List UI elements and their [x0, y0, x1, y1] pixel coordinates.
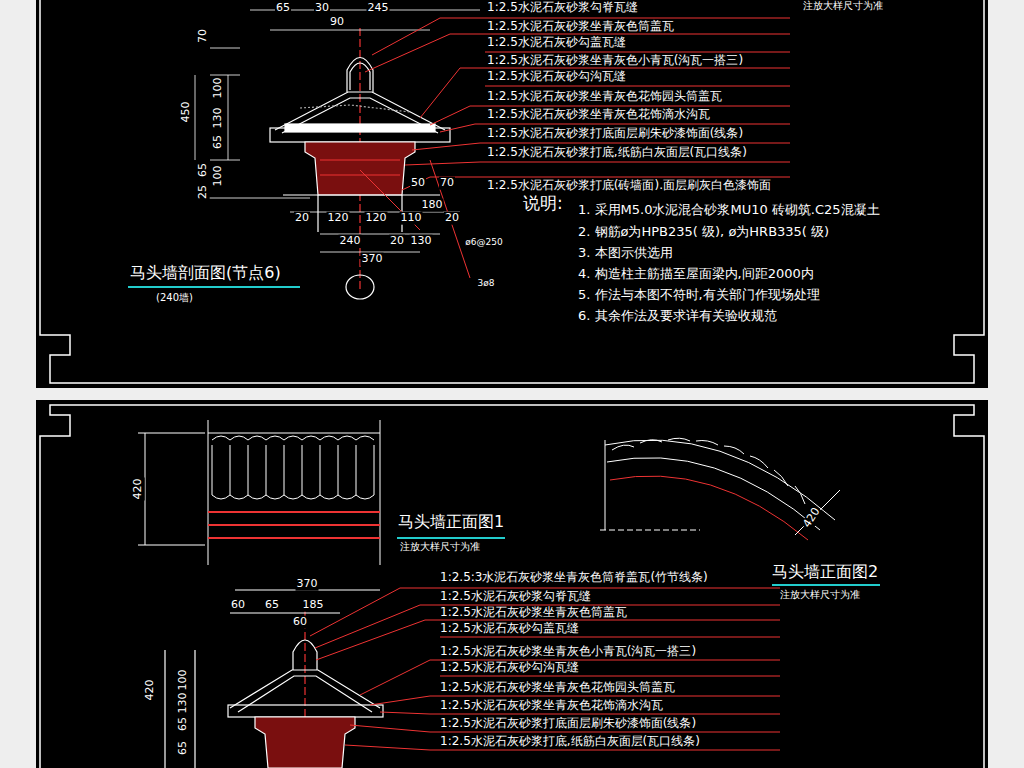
callout-note: 注放大样尺寸为准: [803, 0, 883, 12]
callout-note: 1:2.5水泥石灰砂勾盖瓦缝: [487, 36, 626, 50]
dimension-text: 180: [421, 199, 444, 212]
callout-note: 3. 本图示供选用: [578, 246, 673, 261]
callout-note: 注放大样尺寸为准: [780, 589, 860, 601]
dimension-text: 130: [212, 107, 225, 130]
callout-note: 2. 钢筋ø为HPB235( 级), ø为HRB335( 级): [578, 225, 829, 240]
dimension-text: 100: [212, 165, 225, 188]
dimension-text: 240: [339, 235, 362, 248]
callout-note: 1:2.5水泥石灰砂浆勾脊瓦缝: [487, 1, 638, 15]
callout-note: (240墙): [156, 292, 193, 304]
callout-note: 1:2.5水泥石灰砂浆打底,纸筋白灰面层(瓦口线条): [487, 146, 747, 160]
dimension-text: 90: [329, 16, 345, 29]
dimension-text: 120: [327, 212, 350, 225]
dimension-text: 70: [197, 28, 210, 44]
callout-note: 4. 构造柱主筋描至屋面梁内,间距2000内: [578, 267, 814, 282]
drawing-title: 马头墙剖面图(节点6): [130, 264, 281, 282]
dimension-text: 65: [197, 162, 210, 178]
dimension-text: 185: [302, 599, 325, 612]
callout-note: 1:2.5水泥石灰砂浆坐青灰色花饰滴水沟瓦: [487, 108, 710, 122]
dimension-text: 30: [314, 2, 330, 15]
dimension-text: 110: [400, 212, 423, 225]
drawing-title: 说明:: [523, 194, 563, 214]
callout-note: 1:2.5水泥石灰砂浆打底面层刷朱砂漆饰面(线条): [440, 717, 696, 731]
dimension-text: 60: [292, 616, 308, 629]
dimension-text: 450: [180, 101, 193, 124]
dimension-text: 130: [177, 692, 190, 715]
callout-note: 1:2.5水泥石灰砂浆坐青灰色花饰滴水沟瓦: [440, 699, 663, 713]
drawing-title: 马头墙正面图2: [772, 563, 878, 581]
dimension-text: 70: [439, 177, 455, 190]
dimension-text: 120: [365, 212, 388, 225]
dimension-text: 65: [212, 134, 225, 150]
dimension-text: 370: [296, 578, 319, 591]
dimension-text: 25: [197, 184, 210, 200]
callout-note: 1:2.5水泥石灰砂勾盖瓦缝: [440, 622, 579, 636]
dimension-text: 100: [177, 669, 190, 692]
callout-note: 1:2.5水泥石灰砂浆坐青灰色小青瓦(沟瓦一搭三): [487, 54, 743, 68]
dimension-text: 50: [410, 177, 426, 190]
dimension-text: 20: [294, 212, 310, 225]
dimension-text: 65: [177, 716, 190, 732]
callout-note: 1:2.5水泥石灰砂勾沟瓦缝: [440, 661, 579, 675]
dimension-text: 370: [361, 253, 384, 266]
callout-note: 1:2.5水泥石灰砂浆勾脊瓦缝: [440, 590, 591, 604]
callout-note: 1:2.5水泥石灰砂勾沟瓦缝: [487, 70, 626, 84]
callout-note: 1. 采用M5.0水泥混合砂浆MU10 砖砌筑.C25混凝土: [578, 203, 880, 218]
callout-note: 6. 其余作法及要求详有关验收规范: [578, 309, 777, 324]
callout-note: 1:2.5水泥石灰砂浆坐青灰色花饰园头筒盖瓦: [487, 90, 722, 104]
callout-note: 1:2.5水泥石灰砂浆打底,纸筋白灰面层(瓦口线条): [440, 735, 700, 749]
callout-note: 1:2.5水泥石灰砂浆坐青灰色小青瓦(沟瓦一搭三): [440, 645, 696, 659]
dimension-text: 65: [177, 740, 190, 756]
dimension-text: 420: [144, 679, 157, 702]
callout-note: 注放大样尺寸为准: [400, 541, 480, 553]
dimension-text: 20: [444, 212, 460, 225]
dimension-text: 60: [230, 599, 246, 612]
callout-note: 1:2.5水泥石灰砂浆坐青灰色花饰园头筒盖瓦: [440, 681, 675, 695]
drawing-title: 马头墙正面图1: [398, 513, 504, 531]
dimension-text: 65: [275, 2, 291, 15]
callout-note: 1:2.5水泥石灰砂浆坐青灰色筒盖瓦: [440, 606, 627, 620]
callout-note: 1:2.5:3水泥石灰砂浆坐青灰色筒脊盖瓦(竹节线条): [440, 571, 708, 585]
dimension-text: 100: [212, 77, 225, 100]
callout-note: 1:2.5水泥石灰砂浆打底(砖墙面).面层刷灰白色漆饰面: [487, 179, 771, 193]
callout-note: 1:2.5水泥石灰砂浆坐青灰色筒盖瓦: [487, 20, 674, 34]
dimension-text: 65: [264, 599, 280, 612]
dimension-text: 130: [410, 235, 433, 248]
callout-note: 5. 作法与本图不符时,有关部门作现场处理: [578, 288, 820, 303]
dimension-text: 3ø8: [477, 278, 496, 288]
dimension-text: 420: [132, 478, 145, 501]
dimension-text: 20: [389, 235, 405, 248]
dimension-text: 245: [367, 2, 390, 15]
callout-note: 1:2.5水泥石灰砂浆打底面层刷朱砂漆饰面(线条): [487, 127, 743, 141]
dimension-text: ø6@250: [464, 237, 503, 247]
